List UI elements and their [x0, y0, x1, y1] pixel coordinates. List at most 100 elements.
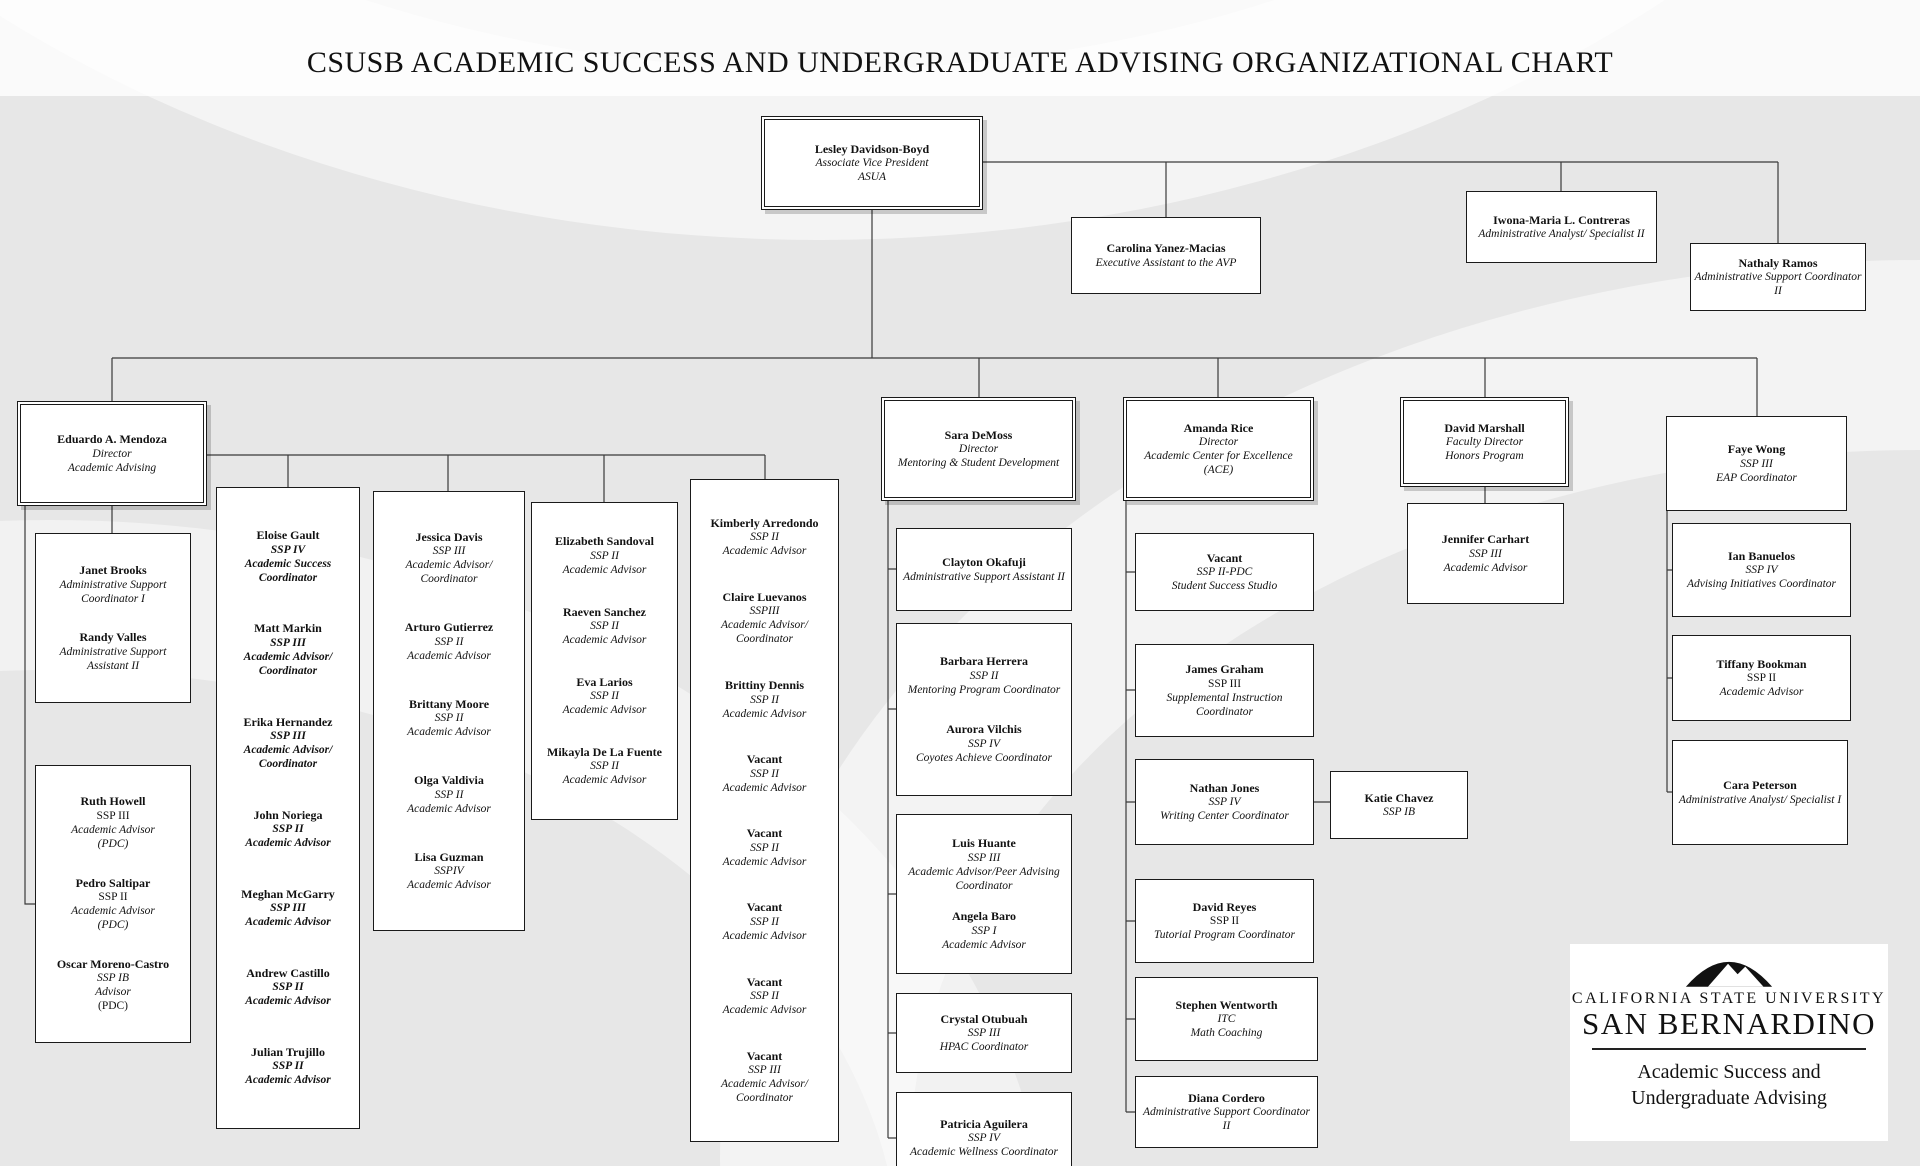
person-name: Cara Peterson	[1723, 778, 1797, 793]
person-title: SSP II	[590, 620, 619, 633]
person-name: Arturo Gutierrez	[404, 620, 494, 635]
person-name: Crystal Otubuah	[940, 1011, 1028, 1026]
person-title: Director	[1198, 436, 1239, 449]
person-title: SSP III	[967, 851, 1001, 864]
person-name: Elizabeth Sandoval	[554, 534, 655, 549]
person-title: Academic Advisor	[722, 930, 807, 943]
person-title: SSP II	[272, 1060, 304, 1073]
person-title: EAP Coordinator	[1716, 471, 1797, 484]
person-title: SSP III	[1469, 547, 1502, 560]
person-title: Academic Advisor	[407, 726, 491, 739]
person-title: SSP II	[590, 550, 619, 563]
person-title: SSP IV	[270, 544, 306, 557]
person-name: Patricia Aguilera	[940, 1116, 1028, 1131]
person-name: Janet Brooks	[79, 562, 147, 577]
person-name: Faye Wong	[1727, 442, 1786, 457]
person-name: Brittany Moore	[408, 696, 490, 711]
person-name: Angela Baro	[951, 909, 1017, 924]
person-title: SSP III	[748, 1064, 781, 1077]
person-name: John Noriega	[253, 807, 323, 822]
person-title: SSP IV	[967, 738, 1001, 751]
person-title: Math Coaching	[1190, 1027, 1263, 1040]
person-name: Jessica Davis	[415, 529, 483, 544]
person-title: SSP III	[270, 730, 306, 743]
person-title: Academic Advisor	[722, 781, 807, 794]
person-title: SSP II-PDC	[1196, 566, 1253, 579]
person-title: SSP III	[270, 902, 306, 915]
person-title: ASUA	[857, 171, 887, 184]
person-name: Ian Banuelos	[1727, 548, 1796, 563]
person-title: (PDC)	[97, 1000, 129, 1013]
person-title: SSP II	[750, 841, 779, 854]
campus-name: SAN BERNARDINO	[1582, 1006, 1876, 1041]
person-name: Stephen Wentworth	[1175, 997, 1278, 1012]
person-title: Academic Advisor	[722, 1004, 807, 1017]
person-name: Mikayla De La Fuente	[547, 744, 662, 759]
person-title: SSP II	[750, 990, 779, 1003]
person-title: Writing Center Coordinator	[1160, 810, 1289, 823]
person-name: Diana Cordero	[1188, 1090, 1265, 1105]
person-title: SSP II	[750, 916, 779, 929]
person-title: Director	[92, 447, 132, 460]
person-name: Vacant	[746, 900, 783, 915]
person-title: SSP IV	[967, 1132, 1001, 1145]
person-title: SSP II	[272, 981, 304, 994]
person-title: SSP II	[969, 669, 999, 682]
person-title: Honors Program	[1445, 450, 1524, 463]
person-title: SSP II	[750, 693, 779, 706]
person-title: SSP I	[971, 925, 997, 938]
person-title: SSPIII	[749, 605, 780, 618]
person-name: Lesley Davidson-Boyd	[814, 141, 930, 156]
person-title: Administrative Analyst/ Specialist II	[1478, 228, 1645, 241]
person-name: Erika Hernandez	[243, 714, 333, 729]
person-title: Academic Advisor	[562, 774, 647, 787]
person-title: Academic Advisor/ Coordinator	[243, 744, 333, 771]
person-title: Academic Advisor/Peer Advising Coordinat…	[908, 865, 1060, 892]
department-line-2: Undergraduate Advising	[1631, 1087, 1827, 1109]
person-title: Coyotes Achieve Coordinator	[915, 752, 1053, 765]
person-title: SSP III	[432, 545, 466, 558]
person-title: SSP II	[434, 712, 464, 725]
person-title: SSP IV	[1208, 796, 1241, 809]
person-name: Vacant	[1206, 550, 1243, 565]
person-title: Academic Advisor	[245, 916, 331, 929]
person-name: Nathan Jones	[1189, 780, 1260, 795]
person-title: Academic Advisor	[562, 564, 647, 577]
person-title: SSP II	[434, 635, 464, 648]
person-title: Academic Advisor	[71, 905, 155, 918]
